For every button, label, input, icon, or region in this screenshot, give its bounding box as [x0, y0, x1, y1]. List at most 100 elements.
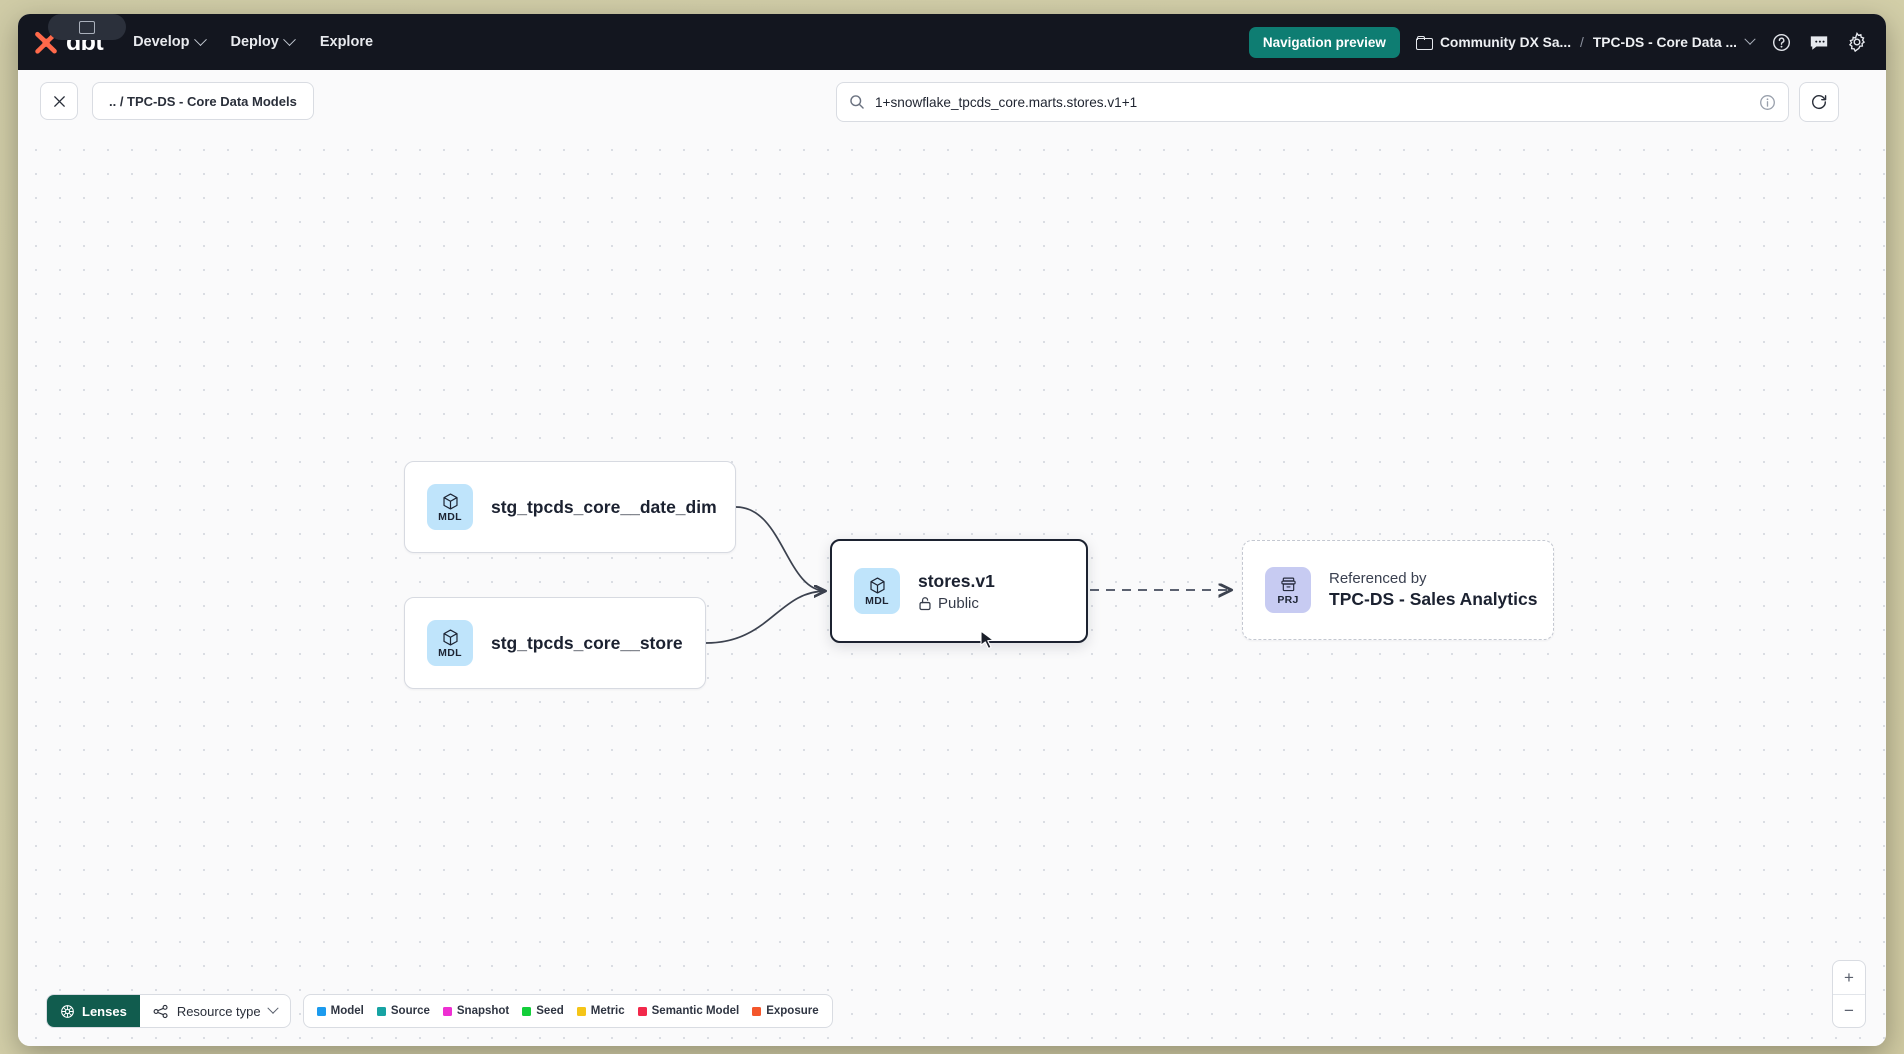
legend-label-semantic-model: Semantic Model — [651, 1005, 740, 1017]
folder-icon — [1415, 36, 1433, 50]
cube-icon — [442, 493, 458, 510]
legend-item-metric: Metric — [576, 1005, 625, 1017]
legend-swatch-source — [376, 1006, 386, 1016]
legend-swatch-metric — [576, 1006, 586, 1016]
lens-icon — [61, 1004, 74, 1018]
nav-item-deploy[interactable]: Deploy — [230, 32, 296, 50]
account-project-breadcrumb: Community DX Sa... / TPC-DS - Core Data … — [1415, 33, 1756, 50]
lineage-bottom-bar: Lenses Resource type — [46, 994, 833, 1028]
model-badge-label: MDL — [865, 594, 889, 607]
node-access-label: Public — [938, 594, 979, 612]
lenses-controls-group: Lenses Resource type — [46, 994, 291, 1028]
refresh-button[interactable] — [1799, 82, 1839, 122]
model-badge: MDL — [854, 568, 900, 614]
legend-label-snapshot: Snapshot — [456, 1005, 510, 1017]
project-stack-icon — [1280, 577, 1296, 591]
lineage-node-model[interactable]: MDL stg_tpcds_core__date_dim — [404, 461, 736, 553]
nav-item-deploy-label: Deploy — [230, 34, 279, 50]
chevron-down-icon — [282, 32, 296, 46]
lineage-node-selected-model[interactable]: MDL stores.v1 Public — [830, 539, 1088, 643]
app-window: dbt Develop Deploy Explore Navigation pr… — [18, 14, 1886, 1046]
navigation-preview-button[interactable]: Navigation preview — [1248, 26, 1400, 58]
close-button[interactable] — [40, 82, 78, 120]
legend-swatch-snapshot — [442, 1006, 452, 1016]
nav-item-explore[interactable]: Explore — [320, 34, 373, 50]
node-text-block: Referenced by TPC-DS - Sales Analytics — [1329, 570, 1537, 610]
breadcrumb-account[interactable]: Community DX Sa... — [1439, 34, 1572, 50]
lineage-node-model[interactable]: MDL stg_tpcds_core__store — [404, 597, 706, 689]
lineage-canvas[interactable]: MDL stg_tpcds_core__date_dim MDL stg_tpc… — [18, 132, 1886, 1046]
unlock-icon — [919, 596, 931, 610]
legend-label-seed: Seed — [536, 1005, 564, 1017]
graph-nodes-icon — [153, 1004, 168, 1018]
search-box[interactable] — [836, 82, 1789, 122]
lenses-button[interactable]: Lenses — [47, 995, 140, 1027]
legend-item-seed: Seed — [522, 1005, 564, 1017]
chevron-down-icon[interactable] — [1744, 33, 1756, 45]
edge-date-dim-to-stores — [735, 506, 826, 591]
node-title: stg_tpcds_core__date_dim — [491, 496, 717, 517]
legend-item-model: Model — [316, 1005, 364, 1017]
zoom-in-button[interactable]: + — [1844, 967, 1854, 987]
legend-item-source: Source — [376, 1005, 430, 1017]
cube-icon — [869, 577, 885, 594]
top-navigation-right: Navigation preview Community DX Sa... / … — [1248, 26, 1868, 58]
close-icon — [53, 95, 65, 107]
node-text-block: stg_tpcds_core__store — [491, 633, 683, 654]
node-text-block: stores.v1 Public — [918, 571, 995, 612]
legend-swatch-semantic-model — [637, 1006, 647, 1016]
window-tab-handle[interactable] — [48, 14, 126, 40]
search-input[interactable] — [875, 94, 1749, 110]
chevron-down-icon — [193, 32, 207, 46]
legend-item-exposure: Exposure — [752, 1005, 819, 1017]
primary-nav-links: Develop Deploy Explore — [133, 32, 373, 50]
refresh-icon — [1812, 95, 1827, 110]
legend-item-semantic-model: Semantic Model — [637, 1005, 740, 1017]
node-text-block: stg_tpcds_core__date_dim — [491, 497, 717, 518]
info-icon[interactable] — [1759, 94, 1776, 111]
chevron-down-icon — [266, 1002, 279, 1014]
model-badge: MDL — [427, 484, 473, 530]
legend-swatch-exposure — [752, 1006, 762, 1016]
resource-type-label: Resource type — [176, 1003, 261, 1019]
gear-icon-svg — [1848, 32, 1866, 52]
breadcrumb-project[interactable]: TPC-DS - Core Data ... — [1592, 34, 1737, 50]
feedback-chat-icon[interactable] — [1808, 31, 1830, 53]
model-badge-label: MDL — [438, 510, 462, 523]
breadcrumb-separator: / — [1580, 34, 1584, 50]
lineage-edges — [705, 506, 1886, 644]
legend-swatch-seed — [522, 1006, 532, 1016]
legend-label-exposure: Exposure — [766, 1005, 819, 1017]
nav-item-explore-label: Explore — [319, 34, 374, 50]
lineage-node-project[interactable]: PRJ Referenced by TPC-DS - Sales Analyti… — [1242, 540, 1554, 640]
zoom-out-button[interactable]: − — [1833, 994, 1865, 1027]
breadcrumb[interactable]: .. / TPC-DS - Core Data Models — [92, 82, 314, 120]
zoom-controls: + − — [1832, 960, 1866, 1028]
edge-store-to-stores — [705, 591, 826, 644]
settings-gear-icon[interactable] — [1846, 31, 1868, 53]
resource-type-dropdown[interactable]: Resource type — [140, 995, 290, 1027]
project-badge: PRJ — [1265, 567, 1311, 613]
legend-label-source: Source — [390, 1005, 430, 1017]
legend-swatch-model — [316, 1006, 326, 1016]
chat-icon-svg — [1810, 35, 1828, 50]
nav-item-develop[interactable]: Develop — [133, 32, 207, 50]
lenses-button-label: Lenses — [82, 1003, 127, 1019]
lineage-toolbar: .. / TPC-DS - Core Data Models — [18, 70, 1886, 132]
project-badge-label: PRJ — [1277, 593, 1299, 606]
node-access-row: Public — [918, 595, 995, 612]
model-badge-label: MDL — [438, 646, 462, 659]
help-icon[interactable] — [1770, 31, 1792, 53]
node-kicker: Referenced by — [1329, 570, 1427, 587]
node-title: stg_tpcds_core__store — [491, 632, 683, 653]
resource-type-legend: Model Source Snapshot Seed — [302, 994, 833, 1028]
nav-item-develop-label: Develop — [133, 34, 190, 50]
cube-icon — [442, 629, 458, 646]
model-badge: MDL — [427, 620, 473, 666]
legend-label-model: Model — [330, 1005, 364, 1017]
search-area — [836, 82, 1839, 122]
legend-item-snapshot: Snapshot — [442, 1005, 510, 1017]
node-title: TPC-DS - Sales Analytics — [1329, 589, 1538, 609]
window-tab-icon — [79, 20, 95, 34]
